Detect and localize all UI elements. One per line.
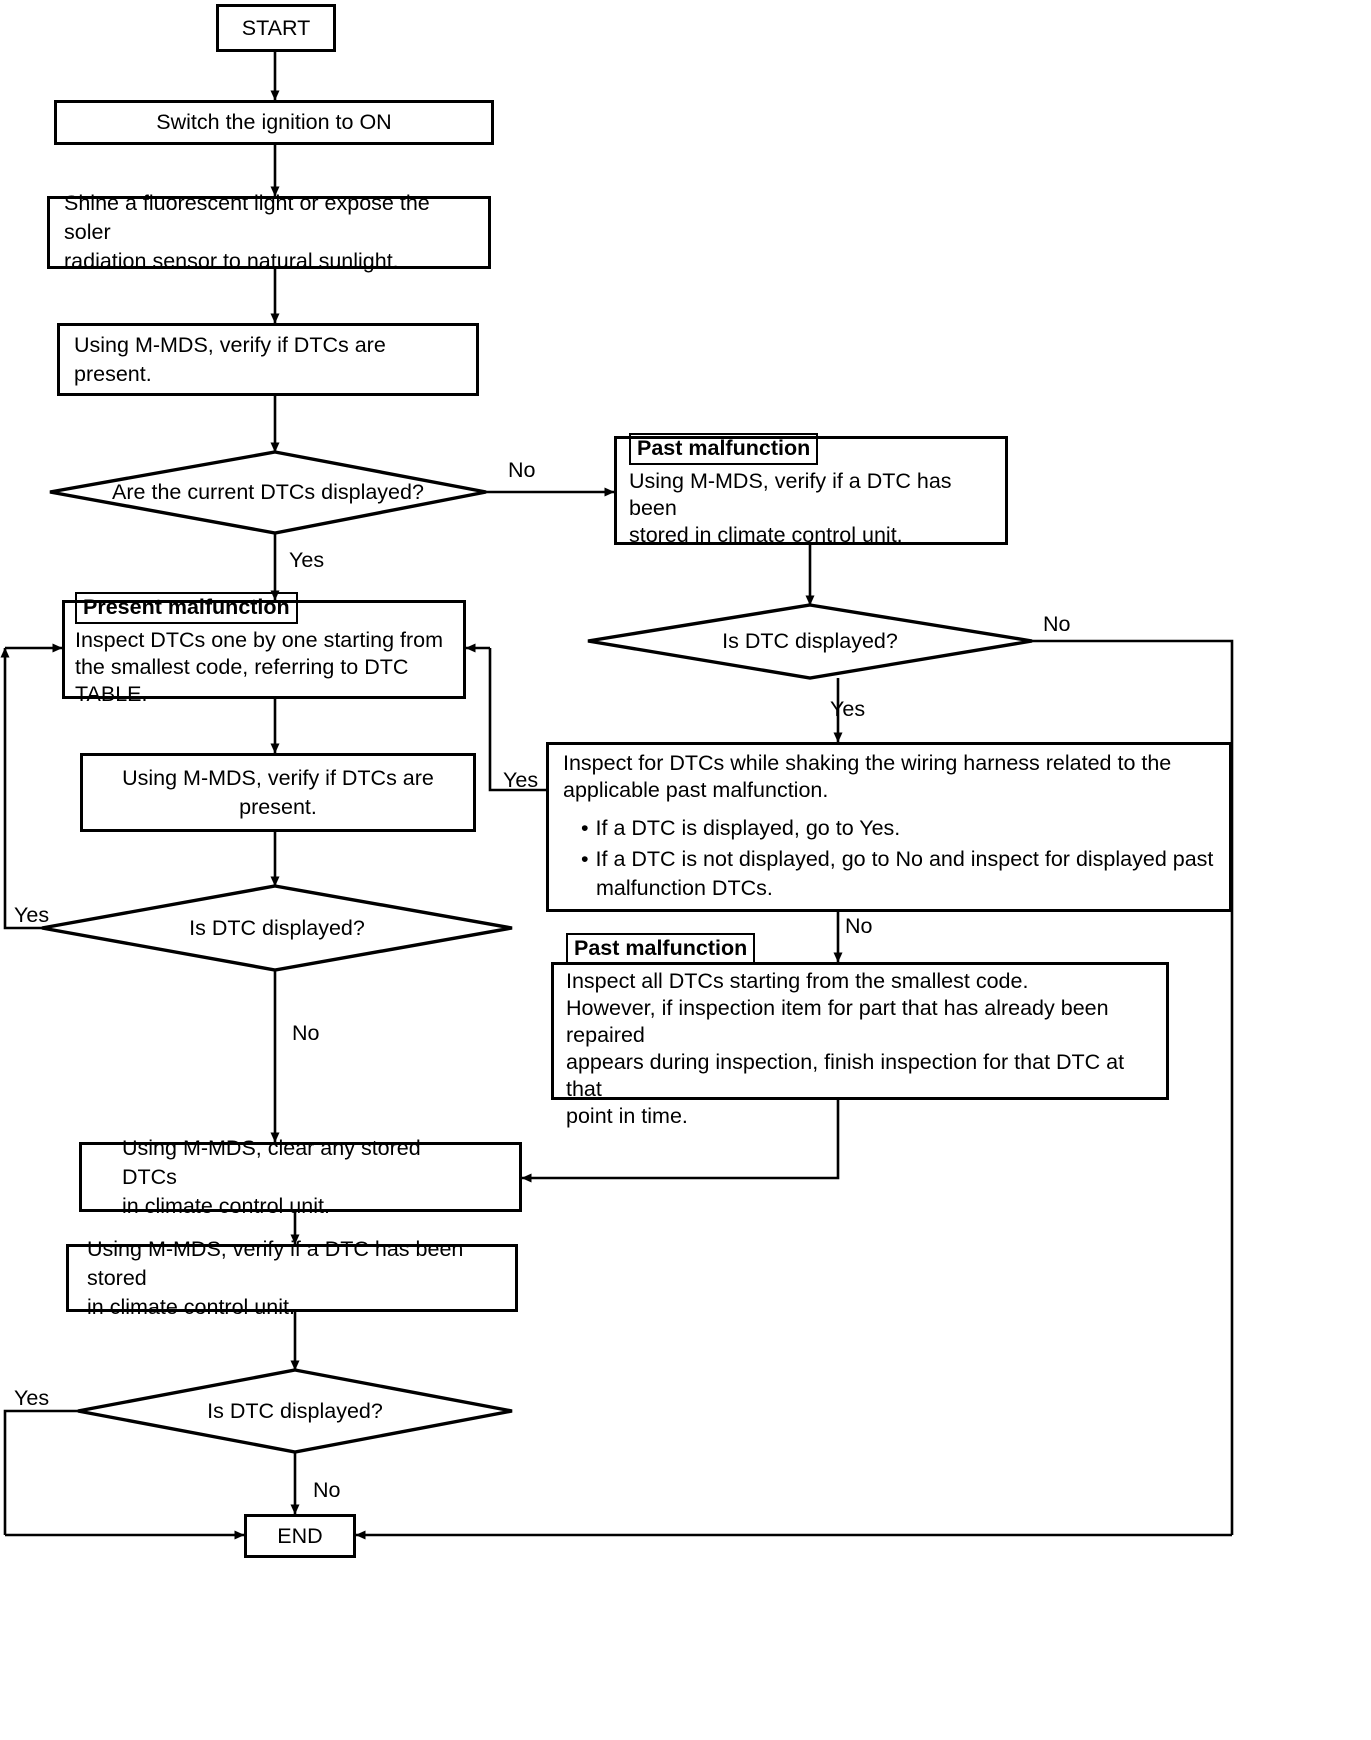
node-dtc-displayed-bottom: Is DTC displayed? [78, 1370, 512, 1452]
node-verify-dtcs-present-2-label: Using M-MDS, verify if DTCs are present. [122, 765, 434, 819]
node-shake-harness-bullets: If a DTC is displayed, go to Yes. If a D… [563, 814, 1214, 905]
edge-label-mid-decision-yes: Yes [14, 903, 50, 927]
node-end: END [244, 1514, 356, 1558]
edge-label-current-dtcs-yes: Yes [289, 548, 325, 572]
node-dtc-displayed-right: Is DTC displayed? [588, 605, 1032, 678]
node-verify-dtcs-present-1: Using M-MDS, verify if DTCs are present. [57, 323, 479, 396]
node-past-malfunction-2-tag: Past malfunction [566, 932, 756, 965]
edge-label-current-dtcs-no: No [508, 458, 536, 482]
node-dtc-displayed-bottom-label: Is DTC displayed? [207, 1398, 383, 1423]
node-clear-dtcs-label: Using M-MDS, clear any stored DTCs in cl… [122, 1135, 421, 1218]
node-shake-harness-bullet-1: If a DTC is displayed, go to Yes. [581, 814, 1213, 843]
node-present-malfunction-tag: Present malfunction [75, 591, 298, 624]
node-past-malfunction-1-tag: Past malfunction [629, 432, 819, 465]
node-ignition-on: Switch the ignition to ON [54, 100, 494, 145]
node-current-dtcs-decision-label: Are the current DTCs displayed? [112, 480, 424, 504]
edge-label-right-decision-yes: Yes [830, 697, 866, 721]
node-present-malfunction-body: Inspect DTCs one by one starting from th… [75, 627, 444, 706]
edge-label-shake-yes: Yes [503, 768, 539, 792]
node-past-malfunction-2: Past malfunction Inspect all DTCs starti… [551, 932, 1169, 1128]
node-shine-light-label: Shine a fluorescent light or expose the … [64, 191, 430, 273]
node-dtc-displayed-mid-label: Is DTC displayed? [189, 915, 365, 940]
node-start-label: START [241, 15, 311, 40]
node-dtc-displayed-mid: Is DTC displayed? [42, 886, 512, 970]
node-dtc-displayed-right-label: Is DTC displayed? [722, 629, 898, 653]
node-current-dtcs-decision: Are the current DTCs displayed? [50, 452, 486, 533]
edge-label-bottom-decision-no: No [313, 1478, 341, 1502]
edge-label-mid-decision-no: No [292, 1021, 320, 1045]
node-shake-harness-body: Inspect for DTCs while shaking the wirin… [563, 750, 1172, 802]
node-past-malfunction-1-body: Using M-MDS, verify if a DTC has been st… [629, 468, 952, 547]
node-past-malfunction-1: Past malfunction Using M-MDS, verify if … [614, 432, 1008, 547]
node-clear-dtcs: Using M-MDS, clear any stored DTCs in cl… [79, 1136, 522, 1218]
node-start: START [216, 4, 336, 52]
node-shine-light: Shine a fluorescent light or expose the … [47, 191, 491, 273]
node-verify-stored-dtc-label: Using M-MDS, verify if a DTC has been st… [87, 1236, 464, 1319]
node-present-malfunction: Present malfunction Inspect DTCs one by … [62, 591, 466, 706]
node-verify-dtcs-present-2: Using M-MDS, verify if DTCs are present. [80, 753, 476, 832]
node-past-malfunction-2-body: Inspect all DTCs starting from the small… [566, 968, 1125, 1128]
node-verify-dtcs-present-1-label: Using M-MDS, verify if DTCs are present. [74, 332, 386, 386]
node-ignition-on-label: Switch the ignition to ON [156, 110, 392, 134]
node-verify-stored-dtc: Using M-MDS, verify if a DTC has been st… [66, 1237, 518, 1319]
edge-label-bottom-decision-yes: Yes [14, 1386, 50, 1410]
node-end-label: END [277, 1523, 323, 1548]
edge-label-right-decision-no: No [1043, 612, 1071, 636]
node-shake-harness: Inspect for DTCs while shaking the wirin… [546, 742, 1232, 912]
node-shake-harness-bullet-2: If a DTC is not displayed, go to No and … [581, 845, 1214, 903]
edge-label-shake-no: No [845, 914, 873, 938]
